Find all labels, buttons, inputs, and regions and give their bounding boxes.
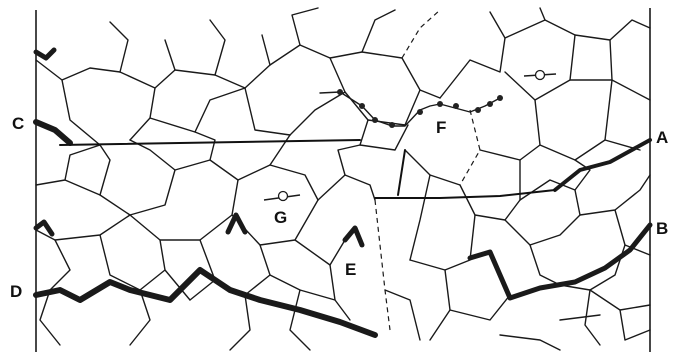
- label-e: E: [345, 260, 356, 279]
- grain-boundary: [374, 199, 391, 331]
- grain-boundary: [244, 87, 291, 136]
- grain-boundary: [584, 289, 601, 346]
- grain-boundary: [404, 149, 461, 186]
- grain-boundary: [199, 179, 239, 241]
- grain-boundary: [269, 274, 336, 301]
- grain-boundary: [35, 21, 129, 81]
- grain-boundary: [289, 91, 369, 146]
- grain-network: [35, 7, 651, 351]
- grain-boundary: [99, 139, 176, 216]
- grain-boundary: [269, 164, 319, 201]
- precipitate-dot: [437, 101, 443, 107]
- grain-boundary: [149, 87, 246, 133]
- grain-boundary: [61, 79, 101, 146]
- label-f: F: [436, 118, 446, 137]
- grain-boundary: [384, 289, 421, 341]
- grain-boundary: [479, 144, 541, 161]
- grain-boundary: [294, 239, 346, 266]
- label-a: A: [656, 128, 668, 147]
- grain-boundary: [449, 294, 511, 321]
- grain-boundary: [504, 19, 576, 101]
- grain-boundary: [214, 34, 271, 89]
- grain-boundary: [401, 9, 441, 59]
- grain-boundary: [459, 109, 481, 186]
- grain-boundary: [289, 289, 311, 351]
- grain-boundary: [409, 174, 431, 261]
- grain-boundary: [361, 51, 441, 99]
- precipitate-dot: [487, 101, 493, 107]
- grain-boundary: [54, 214, 131, 241]
- grain-boundary: [35, 229, 71, 291]
- label-d: D: [10, 282, 22, 301]
- grain-boundary: [539, 7, 546, 21]
- grain-boundary: [174, 19, 226, 76]
- grain-boundary: [574, 19, 651, 41]
- precipitate-dot: [359, 103, 365, 109]
- grain-boundary: [259, 199, 319, 246]
- crack-link: [397, 149, 406, 196]
- grain-boundary: [119, 39, 176, 89]
- grain-boundary: [609, 39, 651, 101]
- precipitate-dot: [497, 95, 503, 101]
- precipitate-dot: [372, 117, 378, 123]
- grain-boundary: [231, 214, 271, 296]
- precipitate-band-a: [553, 138, 652, 192]
- grain-boundary: [129, 214, 166, 291]
- crack-line-c: [59, 139, 361, 146]
- grain-boundary: [619, 309, 651, 341]
- grain-boundary: [337, 144, 361, 176]
- grain-boundary: [504, 179, 581, 246]
- grain-boundary: [429, 269, 451, 341]
- grain-boundary: [534, 79, 613, 161]
- label-g: G: [274, 208, 287, 227]
- precipitate-band-d: [33, 267, 378, 338]
- grain-boundary: [209, 134, 291, 181]
- grain-boundary: [579, 174, 651, 216]
- grain-boundary: [529, 244, 561, 286]
- grain-boundary: [317, 174, 376, 201]
- grain-boundary: [574, 159, 591, 191]
- precipitate-bit: [33, 47, 57, 61]
- grain-boundary: [291, 7, 319, 46]
- grain-boundary: [99, 234, 141, 291]
- crack-line-a: [374, 189, 556, 199]
- grain-boundary: [359, 124, 409, 151]
- grain-boundary: [164, 269, 191, 301]
- inclusion-marker-top: [523, 69, 557, 81]
- precipitate-bit: [225, 212, 248, 235]
- precipitate-dot: [453, 103, 459, 109]
- precipitate-band-b: [467, 222, 653, 301]
- label-c: C: [12, 114, 24, 133]
- precipitate-dot: [417, 109, 423, 115]
- precipitate-dot: [475, 107, 481, 113]
- grain-boundary: [129, 289, 151, 346]
- grain-boundary: [409, 214, 476, 271]
- grain-boundary: [269, 44, 346, 93]
- grain-boundary: [39, 289, 61, 346]
- grain-boundary: [439, 11, 506, 99]
- grain-boundary: [329, 9, 396, 59]
- precipitate-bit-e: [342, 225, 365, 248]
- precipitate-dot: [337, 89, 343, 95]
- grain-boundary: [129, 87, 156, 141]
- grain-boundary: [499, 334, 561, 351]
- grain-boundary: [159, 239, 216, 301]
- grain-boundary: [559, 314, 601, 321]
- grain-boundary: [559, 284, 651, 311]
- label-b: B: [656, 219, 668, 238]
- grain-boundary: [174, 131, 216, 171]
- precipitate-dots: [337, 89, 503, 128]
- precipitate-band-c: [33, 119, 73, 146]
- precipitate-dot: [389, 122, 395, 128]
- precipitate-bit: [33, 219, 55, 237]
- inclusion-marker-g: [263, 190, 301, 202]
- grain-boundary: [35, 144, 111, 196]
